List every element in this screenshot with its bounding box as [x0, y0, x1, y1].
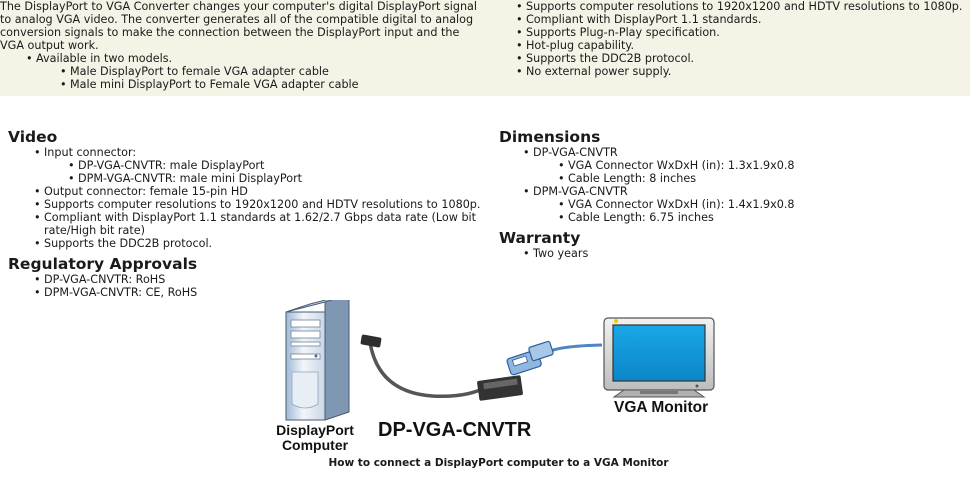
- feature-item: Supports the DDC2B protocol.: [510, 52, 970, 65]
- computer-tower-icon: [285, 300, 350, 421]
- video-item: Supports computer resolutions to 1920x12…: [28, 198, 493, 211]
- model-item: Male DisplayPort to female VGA adapter c…: [54, 65, 495, 78]
- regulatory-heading: Regulatory Approvals: [8, 255, 198, 273]
- model-item: Male mini DisplayPort to Female VGA adap…: [54, 78, 495, 91]
- computer-label: DisplayPort Computer: [267, 423, 363, 453]
- vga-connector-icon: [506, 340, 603, 376]
- video-item: Compliant with DisplayPort 1.1 standards…: [28, 211, 493, 237]
- input-model-item: DP-VGA-CNVTR: male DisplayPort: [62, 159, 493, 172]
- dimensions-section: Dimensions DP-VGA-CNVTR VGA Connector Wx…: [499, 128, 959, 224]
- models-list: Available in two models.: [20, 52, 495, 65]
- dimension-model: DP-VGA-CNVTR: [517, 146, 959, 159]
- dimensions-heading: Dimensions: [499, 128, 601, 146]
- regulatory-list: DP-VGA-CNVTR: RoHS DPM-VGA-CNVTR: CE, Ro…: [28, 273, 493, 299]
- input-model-item: DPM-VGA-CNVTR: male mini DisplayPort: [62, 172, 493, 185]
- cable-icon: [360, 334, 523, 401]
- intro-text-line: VGA output work.: [0, 39, 99, 52]
- computer-label-line: Computer: [281, 437, 349, 453]
- models-heading: Available in two models.: [20, 52, 495, 65]
- feature-item: Compliant with DisplayPort 1.1 standards…: [510, 13, 970, 26]
- video-item: Output connector: female 15-pin HD: [28, 185, 493, 198]
- video-item: Input connector:: [28, 146, 493, 159]
- warranty-item: Two years: [517, 247, 959, 260]
- model-label: DP-VGA-CNVTR: [378, 419, 532, 441]
- input-models-list: DP-VGA-CNVTR: male DisplayPort DPM-VGA-C…: [62, 159, 493, 185]
- feature-item: Supports Plug-n-Play specification.: [510, 26, 970, 39]
- warranty-section: Warranty Two years: [499, 229, 959, 260]
- compliance-line: Compliant with DisplayPort 1.1 standards…: [44, 211, 477, 224]
- intro-description: The DisplayPort to VGA Converter changes…: [0, 0, 495, 91]
- features-list: Supports computer resolutions to 1920x12…: [510, 0, 970, 78]
- intro-text-line: The DisplayPort to VGA Converter changes…: [0, 0, 478, 13]
- video-item: Supports the DDC2B protocol.: [28, 237, 493, 250]
- video-section: Video Input connector: DP-VGA-CNVTR: mal…: [8, 128, 493, 250]
- vga-monitor-icon: [603, 317, 715, 398]
- connection-diagram: [285, 300, 715, 421]
- computer-label-line: DisplayPort: [276, 422, 354, 438]
- warranty-list: Two years: [517, 247, 959, 260]
- diagram-caption: How to connect a DisplayPort computer to…: [328, 457, 669, 469]
- regulatory-item: DP-VGA-CNVTR: RoHS: [28, 273, 493, 286]
- feature-item: Hot-plug capability.: [510, 39, 970, 52]
- dimension-detail: VGA Connector WxDxH (in): 1.3x1.9x0.8: [552, 159, 959, 172]
- compliance-line: rate/High bit rate): [44, 224, 146, 237]
- regulatory-section: Regulatory Approvals DP-VGA-CNVTR: RoHS …: [8, 255, 493, 299]
- dimension-detail: Cable Length: 6.75 inches: [552, 211, 959, 224]
- feature-item: Supports computer resolutions to 1920x12…: [510, 0, 970, 13]
- intro-text-line: to analog VGA video. The converter gener…: [0, 13, 474, 26]
- dimension-model: DPM-VGA-CNVTR: [517, 185, 959, 198]
- dimension-detail: VGA Connector WxDxH (in): 1.4x1.9x0.8: [552, 198, 959, 211]
- dimension-details: VGA Connector WxDxH (in): 1.3x1.9x0.8 Ca…: [552, 159, 959, 185]
- video-heading: Video: [8, 128, 58, 146]
- models-sublist: Male DisplayPort to female VGA adapter c…: [54, 65, 495, 91]
- warranty-heading: Warranty: [499, 229, 581, 247]
- intro-text-line: conversion signals to make the connectio…: [0, 26, 460, 39]
- regulatory-item: DPM-VGA-CNVTR: CE, RoHS: [28, 286, 493, 299]
- dimensions-list: DP-VGA-CNVTR: [517, 146, 959, 159]
- dimension-details: VGA Connector WxDxH (in): 1.4x1.9x0.8 Ca…: [552, 198, 959, 224]
- video-list-cont: Output connector: female 15-pin HD Suppo…: [28, 185, 493, 250]
- dimension-detail: Cable Length: 8 inches: [552, 172, 959, 185]
- dimensions-list: DPM-VGA-CNVTR: [517, 185, 959, 198]
- feature-item: No external power supply.: [510, 65, 970, 78]
- video-list: Input connector:: [28, 146, 493, 159]
- monitor-label: VGA Monitor: [614, 399, 709, 416]
